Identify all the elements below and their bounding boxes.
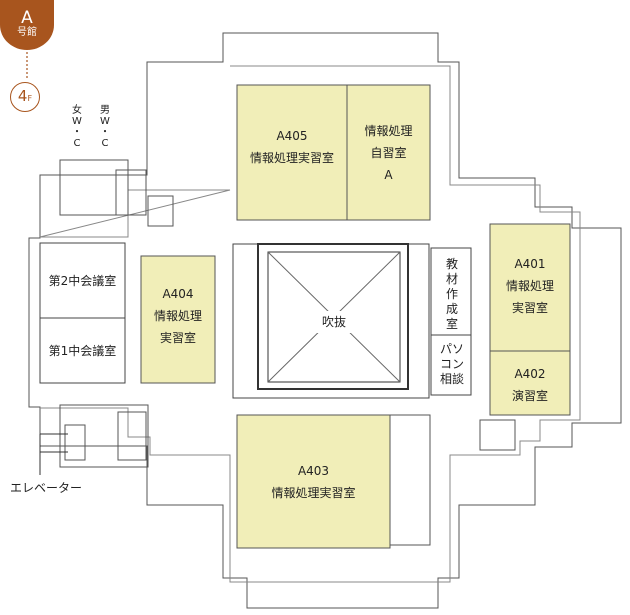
floor-number: 4 [17, 87, 28, 105]
room-conf2-name: 第2中会議室 [48, 274, 117, 288]
womens-restroom-label: 女 W ・ C [70, 105, 84, 149]
room-jishu-line2: 自習室 [370, 146, 407, 160]
room-conf2: 第2中会議室 [40, 270, 125, 292]
elevator-label: エレベーター [10, 481, 83, 495]
mens-restroom-char: W [100, 116, 110, 127]
womens-restroom-char: ・ [72, 127, 82, 138]
room-a405-code: A405 [276, 129, 308, 143]
room-a403: A403 情報処理実習室 [237, 460, 390, 504]
room-kyozai-char: 室 [445, 317, 458, 331]
room-a402-code: A402 [514, 367, 546, 381]
mens-restroom-char: 男 [100, 105, 110, 116]
room-pasokon-line: パソ [439, 342, 464, 356]
room-a401-line1: 情報処理 [505, 279, 554, 293]
floor-suffix: F [27, 94, 33, 103]
room-a401-code: A401 [514, 257, 546, 271]
room-a404-fill [140, 255, 216, 384]
room-a403-name: 情報処理実習室 [271, 486, 356, 500]
room-kyozai: 教 材 作 成 室 [443, 257, 461, 332]
room-pasokon: パソ コン 相談 [434, 342, 470, 387]
room-jishu-fill [346, 84, 431, 221]
building-label: 号館 [17, 27, 37, 38]
room-kyozai-char: 成 [445, 302, 458, 316]
room-conf1-name: 第1中会議室 [48, 344, 117, 358]
room-a403-fill [236, 414, 391, 549]
mens-restroom-label: 男 W ・ C [98, 105, 112, 149]
building-letter: A [21, 8, 33, 28]
room-a404-line1: 情報処理 [153, 309, 202, 323]
room-jishu-line3: A [384, 168, 393, 182]
womens-restroom-char: C [73, 138, 81, 149]
room-a402-name: 演習室 [511, 389, 548, 403]
room-a403-code: A403 [297, 464, 330, 478]
room-a404: A404 情報処理 実習室 [141, 283, 215, 349]
mens-restroom-char: ・ [100, 127, 110, 138]
room-a404-code: A404 [162, 287, 194, 301]
room-a402-fill [489, 350, 571, 416]
room-a405: A405 情報処理実習室 [237, 125, 347, 169]
room-a401: A401 情報処理 実習室 [490, 253, 570, 319]
atrium: 吹抜 [300, 311, 368, 333]
floor-badge: 4F [10, 82, 40, 112]
room-a405-name: 情報処理実習室 [249, 151, 334, 165]
room-pasokon-line: 相談 [439, 372, 464, 386]
room-kyozai-char: 教 [445, 257, 458, 271]
room-a401-fill [489, 223, 571, 352]
womens-restroom-char: W [72, 116, 82, 127]
building-badge: A 号館 [0, 0, 54, 50]
room-a401-line2: 実習室 [511, 301, 548, 315]
room-a404-line2: 実習室 [159, 331, 196, 345]
atrium-name: 吹抜 [321, 315, 346, 329]
room-a402: A402 演習室 [490, 363, 570, 407]
room-a405-fill [236, 84, 348, 221]
room-pasokon-line: コン [439, 357, 464, 371]
room-jishu-line1: 情報処理 [364, 124, 413, 138]
room-jishu: 情報処理 自習室 A [347, 120, 430, 186]
room-kyozai-char: 材 [445, 272, 458, 286]
room-kyozai-char: 作 [445, 287, 458, 301]
room-conf1: 第1中会議室 [40, 340, 125, 362]
womens-restroom-char: 女 [72, 105, 82, 116]
mens-restroom-char: C [101, 138, 109, 149]
